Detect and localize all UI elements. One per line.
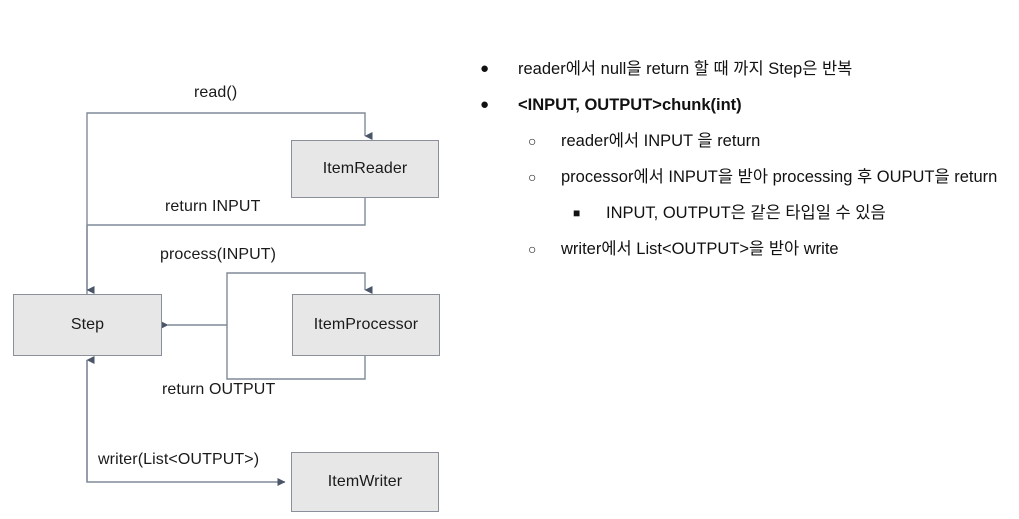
disc-bullet-icon: ● (480, 60, 490, 77)
edge-label-process-input: process(INPUT) (160, 246, 277, 263)
list-item[interactable]: ○ writer에서 List<OUTPUT>을 받아 write (528, 236, 1019, 262)
circle-bullet-icon: ○ (528, 133, 537, 149)
edge-step-to-reader (86, 112, 373, 294)
node-item-reader-label: ItemReader (322, 160, 408, 177)
edge-label-writer-list: writer(List<OUTPUT>) (98, 451, 260, 468)
edge-label-return-output: return OUTPUT (162, 381, 276, 398)
edge-label-read: read() (194, 84, 238, 101)
list-item[interactable]: ● reader에서 null을 return 할 때 까지 Step은 반복 (480, 56, 1019, 82)
disc-bullet-icon: ● (480, 96, 490, 113)
list-item[interactable]: ● <INPUT, OUTPUT>chunk(int) (480, 92, 1019, 118)
list-item-text: INPUT, OUTPUT은 같은 타입일 수 있음 (606, 204, 886, 222)
list-item[interactable]: ○ processor에서 INPUT을 받아 processing 후 OUP… (528, 164, 1019, 190)
edge-step-to-processor (226, 272, 373, 325)
node-item-processor[interactable]: ItemProcessor (292, 294, 440, 356)
edge-reader-to-step (87, 197, 366, 226)
node-step[interactable]: Step (13, 294, 162, 356)
node-item-writer[interactable]: ItemWriter (291, 452, 439, 512)
edge-label-return-input: return INPUT (165, 198, 261, 215)
list-item-text: writer에서 List<OUTPUT>을 받아 write (561, 240, 839, 258)
edge-processor-to-step (160, 321, 366, 380)
list-item-text: reader에서 INPUT 을 return (561, 132, 761, 150)
list-item-text: <INPUT, OUTPUT>chunk(int) (518, 96, 742, 114)
square-bullet-icon: ■ (573, 206, 581, 220)
node-item-reader[interactable]: ItemReader (291, 140, 439, 198)
node-item-processor-label: ItemProcessor (313, 316, 419, 333)
list-item-text: reader에서 null을 return 할 때 까지 Step은 반복 (518, 60, 853, 78)
circle-bullet-icon: ○ (528, 241, 537, 257)
edge-step-to-writer (86, 356, 286, 486)
list-item-text: processor에서 INPUT을 받아 processing 후 OUPUT… (561, 168, 998, 186)
node-item-writer-label: ItemWriter (327, 473, 403, 490)
notes-list: ● reader에서 null을 return 할 때 까지 Step은 반복 … (470, 56, 1019, 272)
pipeline-diagram: Step ItemReader ItemProcessor ItemWriter… (0, 0, 470, 519)
node-step-label: Step (70, 316, 105, 333)
circle-bullet-icon: ○ (528, 169, 537, 185)
list-item[interactable]: ■ INPUT, OUTPUT은 같은 타입일 수 있음 (573, 200, 1019, 226)
list-item[interactable]: ○ reader에서 INPUT 을 return (528, 128, 1019, 154)
diagram-connectors (86, 112, 373, 486)
